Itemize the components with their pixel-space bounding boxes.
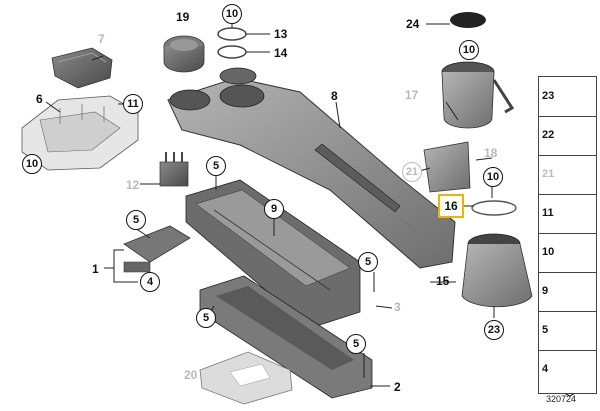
label-10-circle-top: 10: [222, 4, 242, 24]
part-1-bracket: [123, 225, 191, 273]
label-12: 12: [126, 178, 140, 192]
label-9-circle: 9: [264, 199, 284, 219]
part-13-14-rings: [217, 27, 247, 59]
label-23-circle: 23: [484, 320, 504, 340]
label-14: 14: [274, 46, 288, 60]
label-5-circle-a: 5: [206, 156, 226, 176]
part-19-insert: [163, 35, 205, 73]
panel-cell-9: 9: [539, 272, 596, 312]
label-11-circle: 11: [123, 94, 143, 114]
label-20: 20: [184, 368, 198, 382]
panel-cell-23: 23: [539, 77, 596, 117]
label-19: 19: [176, 10, 190, 24]
panel-label: 22: [542, 129, 555, 141]
part-8-console: [167, 67, 456, 269]
document-number: 320724: [546, 394, 577, 404]
label-18: 18: [484, 146, 498, 160]
panel-cell-22: 22: [539, 116, 596, 156]
panel-cell-5: 5: [539, 311, 596, 351]
label-5-circle-b: 5: [126, 210, 146, 230]
label-5-circle-e: 5: [346, 334, 366, 354]
label-4-circle: 4: [140, 272, 160, 292]
panel-label: 21: [542, 168, 555, 180]
label-8: 8: [331, 89, 338, 103]
panel-label: 9: [542, 285, 549, 297]
label-15: 15: [436, 274, 450, 288]
part-7-mat: [51, 47, 113, 89]
label-24: 24: [406, 17, 420, 31]
panel-cell-11: 11: [539, 194, 596, 234]
leader-lines: [45, 22, 495, 387]
label-17: 17: [405, 88, 419, 102]
part-20-plate: [199, 351, 293, 405]
panel-label: 5: [542, 324, 549, 336]
panel-label: 10: [542, 246, 555, 258]
part-6-bracket: [21, 95, 139, 171]
label-21-circle: 21: [402, 162, 422, 182]
label-16-highlighted: 16: [438, 194, 464, 218]
label-2: 2: [394, 380, 401, 394]
label-13: 13: [274, 27, 288, 41]
panel-label: 23: [542, 90, 555, 102]
label-5-circle-c: 5: [358, 252, 378, 272]
label-10-circle-ring: 10: [483, 167, 503, 187]
label-1: 1: [92, 262, 99, 276]
label-3: 3: [394, 300, 401, 314]
part-12-clip: [159, 152, 189, 187]
panel-label: 11: [542, 207, 554, 219]
label-5-circle-d: 5: [196, 308, 216, 328]
label-7: 7: [98, 32, 105, 46]
panel-cell-21: 21: [539, 155, 596, 195]
part-18-cover: [423, 141, 471, 193]
panel-cell-10: 10: [539, 233, 596, 273]
label-6: 6: [36, 92, 43, 106]
part-9-frame: [185, 179, 361, 329]
label-10-circle-left: 10: [22, 154, 42, 174]
part-24-cap: [450, 12, 486, 28]
panel-label: 4: [542, 363, 549, 375]
label-10-circle-right: 10: [459, 40, 479, 60]
part-17-sleeve: [441, 61, 515, 129]
part-16-ring: [471, 200, 517, 216]
part-15-sleeve: [461, 233, 533, 308]
panel-cell-4: 4: [539, 350, 596, 389]
fastener-panel: 23 22 21 11 10 9 5 4: [538, 76, 597, 394]
